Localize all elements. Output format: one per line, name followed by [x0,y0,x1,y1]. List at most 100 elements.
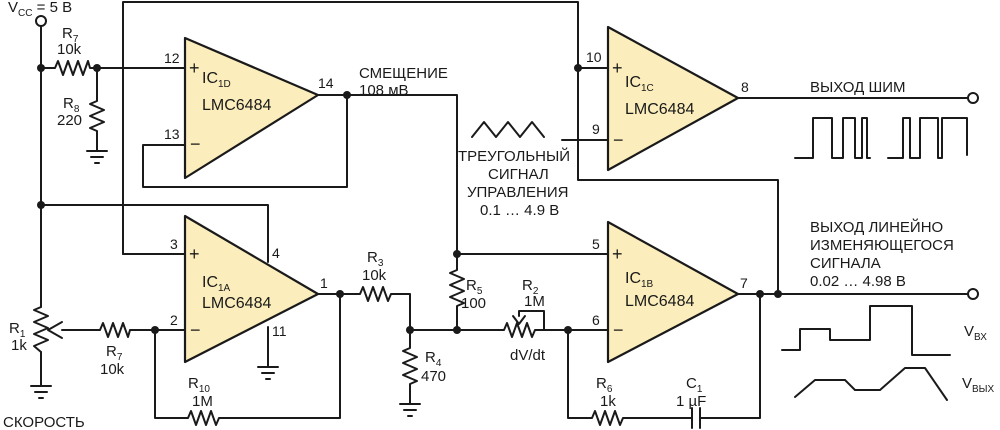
r1-potentiometer [33,306,49,353]
r5-value: 100 [461,295,486,312]
top-bus-wire [122,1,609,255]
ic1b-plus-sign: + [612,244,623,264]
vout-label: VВЫХ [962,375,995,395]
r5-resistor [449,253,465,331]
opamp-ic1b [606,220,740,364]
ic1d-feedback-wire [142,94,348,188]
r10-value: 1M [192,393,213,410]
sum-node-wire [409,322,609,338]
integrator-feedback-wire [567,329,692,426]
r7-top-value: 10k [57,41,82,58]
ground-symbol-r8 [86,150,108,164]
ground-symbol-speed [30,385,52,399]
r4-resistor [402,329,418,404]
ic1a-name: IC1A [202,274,231,294]
r3-wire [317,286,411,331]
ic1d-name: IC1D [202,70,231,90]
pin-8: 8 [741,79,749,95]
vcc-label: VCC = 5 В [8,0,72,19]
ic1a-minus-sign: − [190,320,201,340]
r7-left-name: R7 [106,343,123,363]
c1-name: C1 [686,375,703,395]
r5-name: R5 [466,277,483,297]
pin-6: 6 [592,312,600,328]
ic1c-plus-sign: + [612,58,623,78]
opamp-ic1a [183,214,320,364]
ramp-label-line1: ВЫХОД ЛИНЕЙНО [810,218,943,236]
ic1c-to-ramp-wire [577,67,779,295]
speed-label: СКОРОСТЬ [3,414,85,430]
ic1a-part: LMC6484 [202,295,271,312]
ic1a-vcc-wire [40,204,269,263]
pin-10: 10 [586,49,602,65]
tri-label-line1: ТРЕУГОЛЬНЫЙ [458,147,570,165]
tri-range: 0.1 … 4.9 В [480,202,559,219]
ic1c-name: IC1C [625,74,654,94]
opamp-ic1c [606,25,740,172]
c1-to-output-wire [700,293,761,419]
r7-top-wire [40,60,186,76]
vout-ramp-icon [794,367,948,401]
pwm-output-label: ВЫХОД ШИМ [810,79,905,96]
pin-13: 13 [164,126,180,142]
r6-value: 1k [600,393,616,410]
pin-7: 7 [740,275,748,291]
r1-value: 1k [11,337,27,354]
pin-1: 1 [320,275,328,291]
triangle-wave-icon [471,121,545,138]
ic1d-part: LMC6484 [202,97,271,114]
r7-top-name: R7 [62,25,79,45]
pin-3: 3 [170,236,178,252]
r3-name: R3 [367,249,384,269]
ic1b-part: LMC6484 [625,293,694,310]
r10-feedback-wire [154,293,341,426]
vcc-terminal [35,15,47,27]
ramp-label-line3: СИГНАЛА [810,255,881,272]
r8-value: 220 [57,112,82,129]
ramp-range: 0.02 … 4.98 В [810,273,906,290]
bias-value: 108 мВ [359,82,409,99]
ramp-output-terminal [967,288,979,300]
tri-label-line3: УПРАВЛЕНИЯ [467,184,568,201]
bias-title: СМЕЩЕНИЕ [359,65,448,82]
r10-name: R10 [188,375,210,395]
ic1d-minus-sign: − [190,134,201,154]
ic1a-plus-sign: + [189,244,200,264]
r3-value: 10k [362,267,387,284]
pin-14: 14 [318,75,334,91]
r8-resistor [89,67,105,151]
ic1c-part: LMC6484 [625,101,694,118]
ic1b-minus-sign: − [613,320,624,340]
ic1c-minus-sign: − [613,130,624,150]
ic1d-plus-sign: + [189,58,200,78]
r1-wiper-arrow [47,321,63,339]
r2-wiper-wire [518,310,545,331]
r2-name: R2 [522,277,539,297]
bias-net-wire [317,94,458,255]
pin-9: 9 [592,121,600,137]
r7-left-value: 10k [100,361,125,378]
r2-wiper-arrow [512,315,526,325]
c1-value: 1 µF [676,393,706,410]
pin-2: 2 [170,312,178,328]
r6-name: R6 [596,375,613,395]
r7-left-wire [61,322,186,338]
dvdt-label: dV/dt [510,347,546,364]
r8-name: R8 [63,95,80,115]
r2-value: 1M [524,293,545,310]
ground-symbol-ic1a [257,366,279,380]
r1-name: R1 [9,320,26,340]
opamp-ic1d [183,36,320,180]
r4-value: 470 [421,368,446,385]
r4-name: R4 [425,349,442,369]
vin-step-icon [781,305,951,356]
ground-symbol-r4 [399,403,421,417]
pin-4: 4 [272,245,280,261]
pwm-wave-icon [794,117,968,159]
pin-11: 11 [272,323,287,339]
ramp-label-line2: ИЗМЕНЯЮЩЕГОСЯ [810,237,954,254]
junction-dots [37,64,782,334]
pin-5: 5 [592,236,600,252]
vin-label: VВХ [964,323,987,343]
